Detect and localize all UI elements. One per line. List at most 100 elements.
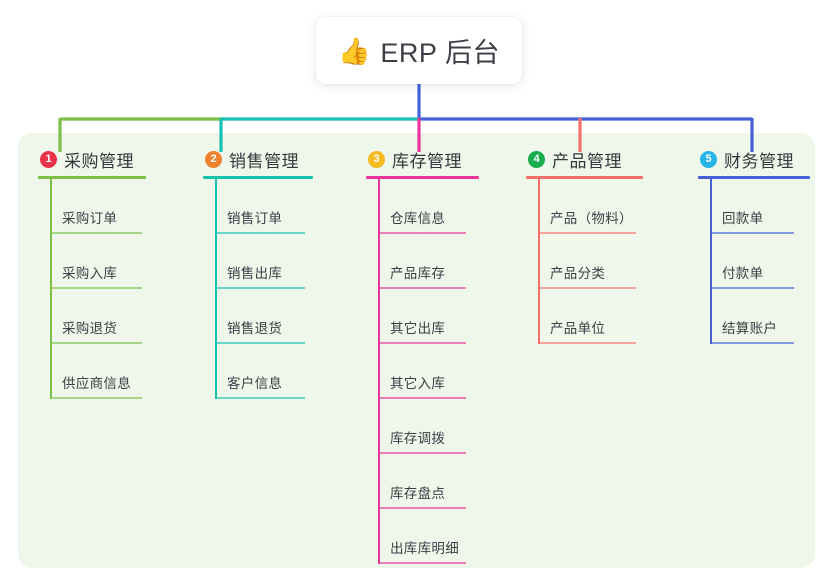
branch-item-label: 产品库存 [390, 266, 446, 281]
branch-item-underline [538, 342, 636, 344]
branch-spine [378, 179, 380, 564]
branch-number-badge: 1 [40, 150, 57, 168]
branch-item[interactable]: 库存盘点 [366, 454, 479, 509]
branch-item-underline [215, 232, 305, 234]
branch-item[interactable]: 回款单 [698, 179, 810, 234]
diagram-background-panel [18, 133, 815, 568]
branch-number-badge: 5 [700, 150, 717, 168]
branch-item-label: 产品单位 [550, 321, 606, 336]
branch-item-underline [378, 452, 466, 454]
branch-item-label: 其它入库 [390, 376, 446, 391]
branch-item-label: 采购订单 [62, 211, 118, 226]
branch-column-1: 1 采购管理采购订单采购入库采购退货供应商信息 [38, 146, 146, 399]
root-title: ERP 后台 [380, 38, 500, 68]
branch-item-label: 出库库明细 [390, 541, 459, 556]
branch-title: 库存管理 [392, 151, 462, 171]
branch-underline [366, 176, 479, 179]
branch-item[interactable]: 销售出库 [203, 234, 313, 289]
branch-item-underline [378, 507, 466, 509]
branch-item[interactable]: 仓库信息 [366, 179, 479, 234]
branch-item[interactable]: 销售退货 [203, 289, 313, 344]
branch-item-label: 付款单 [722, 266, 764, 281]
branch-number-badge: 2 [205, 150, 222, 168]
branch-item-underline [538, 232, 636, 234]
branch-column-5: 5 财务管理回款单付款单结算账户 [698, 146, 810, 344]
branch-header-1[interactable]: 1 采购管理 [38, 146, 146, 172]
branch-item[interactable]: 销售订单 [203, 179, 313, 234]
branch-item-label: 产品分类 [550, 266, 606, 281]
branch-item[interactable]: 产品分类 [526, 234, 643, 289]
branch-underline [38, 176, 146, 179]
branch-item-underline [710, 287, 794, 289]
branch-items: 销售订单销售出库销售退货客户信息 [203, 179, 313, 399]
branch-underline [698, 176, 810, 179]
branch-title: 财务管理 [724, 151, 794, 171]
branch-item[interactable]: 产品（物料） [526, 179, 643, 234]
branch-title: 产品管理 [552, 151, 622, 171]
branch-item-underline [378, 342, 466, 344]
branch-header-2[interactable]: 2 销售管理 [203, 146, 313, 172]
branch-items: 采购订单采购入库采购退货供应商信息 [38, 179, 146, 399]
branch-item[interactable]: 出库库明细 [366, 509, 479, 564]
branch-item-underline [538, 287, 636, 289]
branch-underline [526, 176, 643, 179]
branch-item-label: 销售出库 [227, 266, 283, 281]
branch-spine [215, 179, 217, 399]
branch-spine [710, 179, 712, 344]
branch-item[interactable]: 结算账户 [698, 289, 810, 344]
branch-item-underline [710, 342, 794, 344]
branch-item-underline [378, 562, 466, 564]
branch-item[interactable]: 产品库存 [366, 234, 479, 289]
thumbs-up-icon: 👍 [338, 35, 371, 66]
branch-title: 销售管理 [229, 151, 299, 171]
branch-item-label: 库存调拨 [390, 431, 446, 446]
branch-item-label: 库存盘点 [390, 486, 446, 501]
branch-header-5[interactable]: 5 财务管理 [698, 146, 810, 172]
branch-item[interactable]: 付款单 [698, 234, 810, 289]
branch-underline [203, 176, 313, 179]
branch-item[interactable]: 采购退货 [38, 289, 146, 344]
branch-item[interactable]: 采购入库 [38, 234, 146, 289]
branch-item-underline [50, 232, 142, 234]
branch-item-label: 结算账户 [722, 321, 778, 336]
branch-column-3: 3 库存管理仓库信息产品库存其它出库其它入库库存调拨库存盘点出库库明细 [366, 146, 479, 564]
branch-item-underline [710, 232, 794, 234]
branch-item-underline [378, 287, 466, 289]
branch-item-underline [215, 397, 305, 399]
branch-item-label: 其它出库 [390, 321, 446, 336]
branch-number-badge: 3 [368, 150, 385, 168]
branch-items: 产品（物料） 产品分类产品单位 [526, 179, 643, 344]
branch-items: 回款单付款单结算账户 [698, 179, 810, 344]
branch-item[interactable]: 产品单位 [526, 289, 643, 344]
branch-item[interactable]: 其它出库 [366, 289, 479, 344]
branch-item-label: 销售订单 [227, 211, 283, 226]
branch-item-label: 产品（物料） [550, 211, 633, 226]
branch-item[interactable]: 客户信息 [203, 344, 313, 399]
branch-item-label: 供应商信息 [62, 376, 131, 391]
branch-item[interactable]: 采购订单 [38, 179, 146, 234]
branch-item-label: 销售退货 [227, 321, 283, 336]
branch-item-label: 回款单 [722, 211, 764, 226]
root-node[interactable]: 👍 ERP 后台 [316, 17, 522, 84]
branch-item-underline [50, 397, 142, 399]
branch-items: 仓库信息产品库存其它出库其它入库库存调拨库存盘点出库库明细 [366, 179, 479, 564]
branch-item-underline [215, 342, 305, 344]
branch-column-2: 2 销售管理销售订单销售出库销售退货客户信息 [203, 146, 313, 399]
branch-item-underline [50, 287, 142, 289]
branch-item-label: 仓库信息 [390, 211, 446, 226]
branch-item-label: 采购入库 [62, 266, 118, 281]
branch-item-label: 采购退货 [62, 321, 118, 336]
branch-item[interactable]: 供应商信息 [38, 344, 146, 399]
branch-header-3[interactable]: 3 库存管理 [366, 146, 479, 172]
branch-item[interactable]: 其它入库 [366, 344, 479, 399]
branch-title: 采购管理 [64, 151, 134, 171]
branch-spine [538, 179, 540, 344]
branch-item[interactable]: 库存调拨 [366, 399, 479, 454]
branch-spine [50, 179, 52, 399]
branch-item-underline [215, 287, 305, 289]
branch-item-underline [50, 342, 142, 344]
branch-item-label: 客户信息 [227, 376, 283, 391]
